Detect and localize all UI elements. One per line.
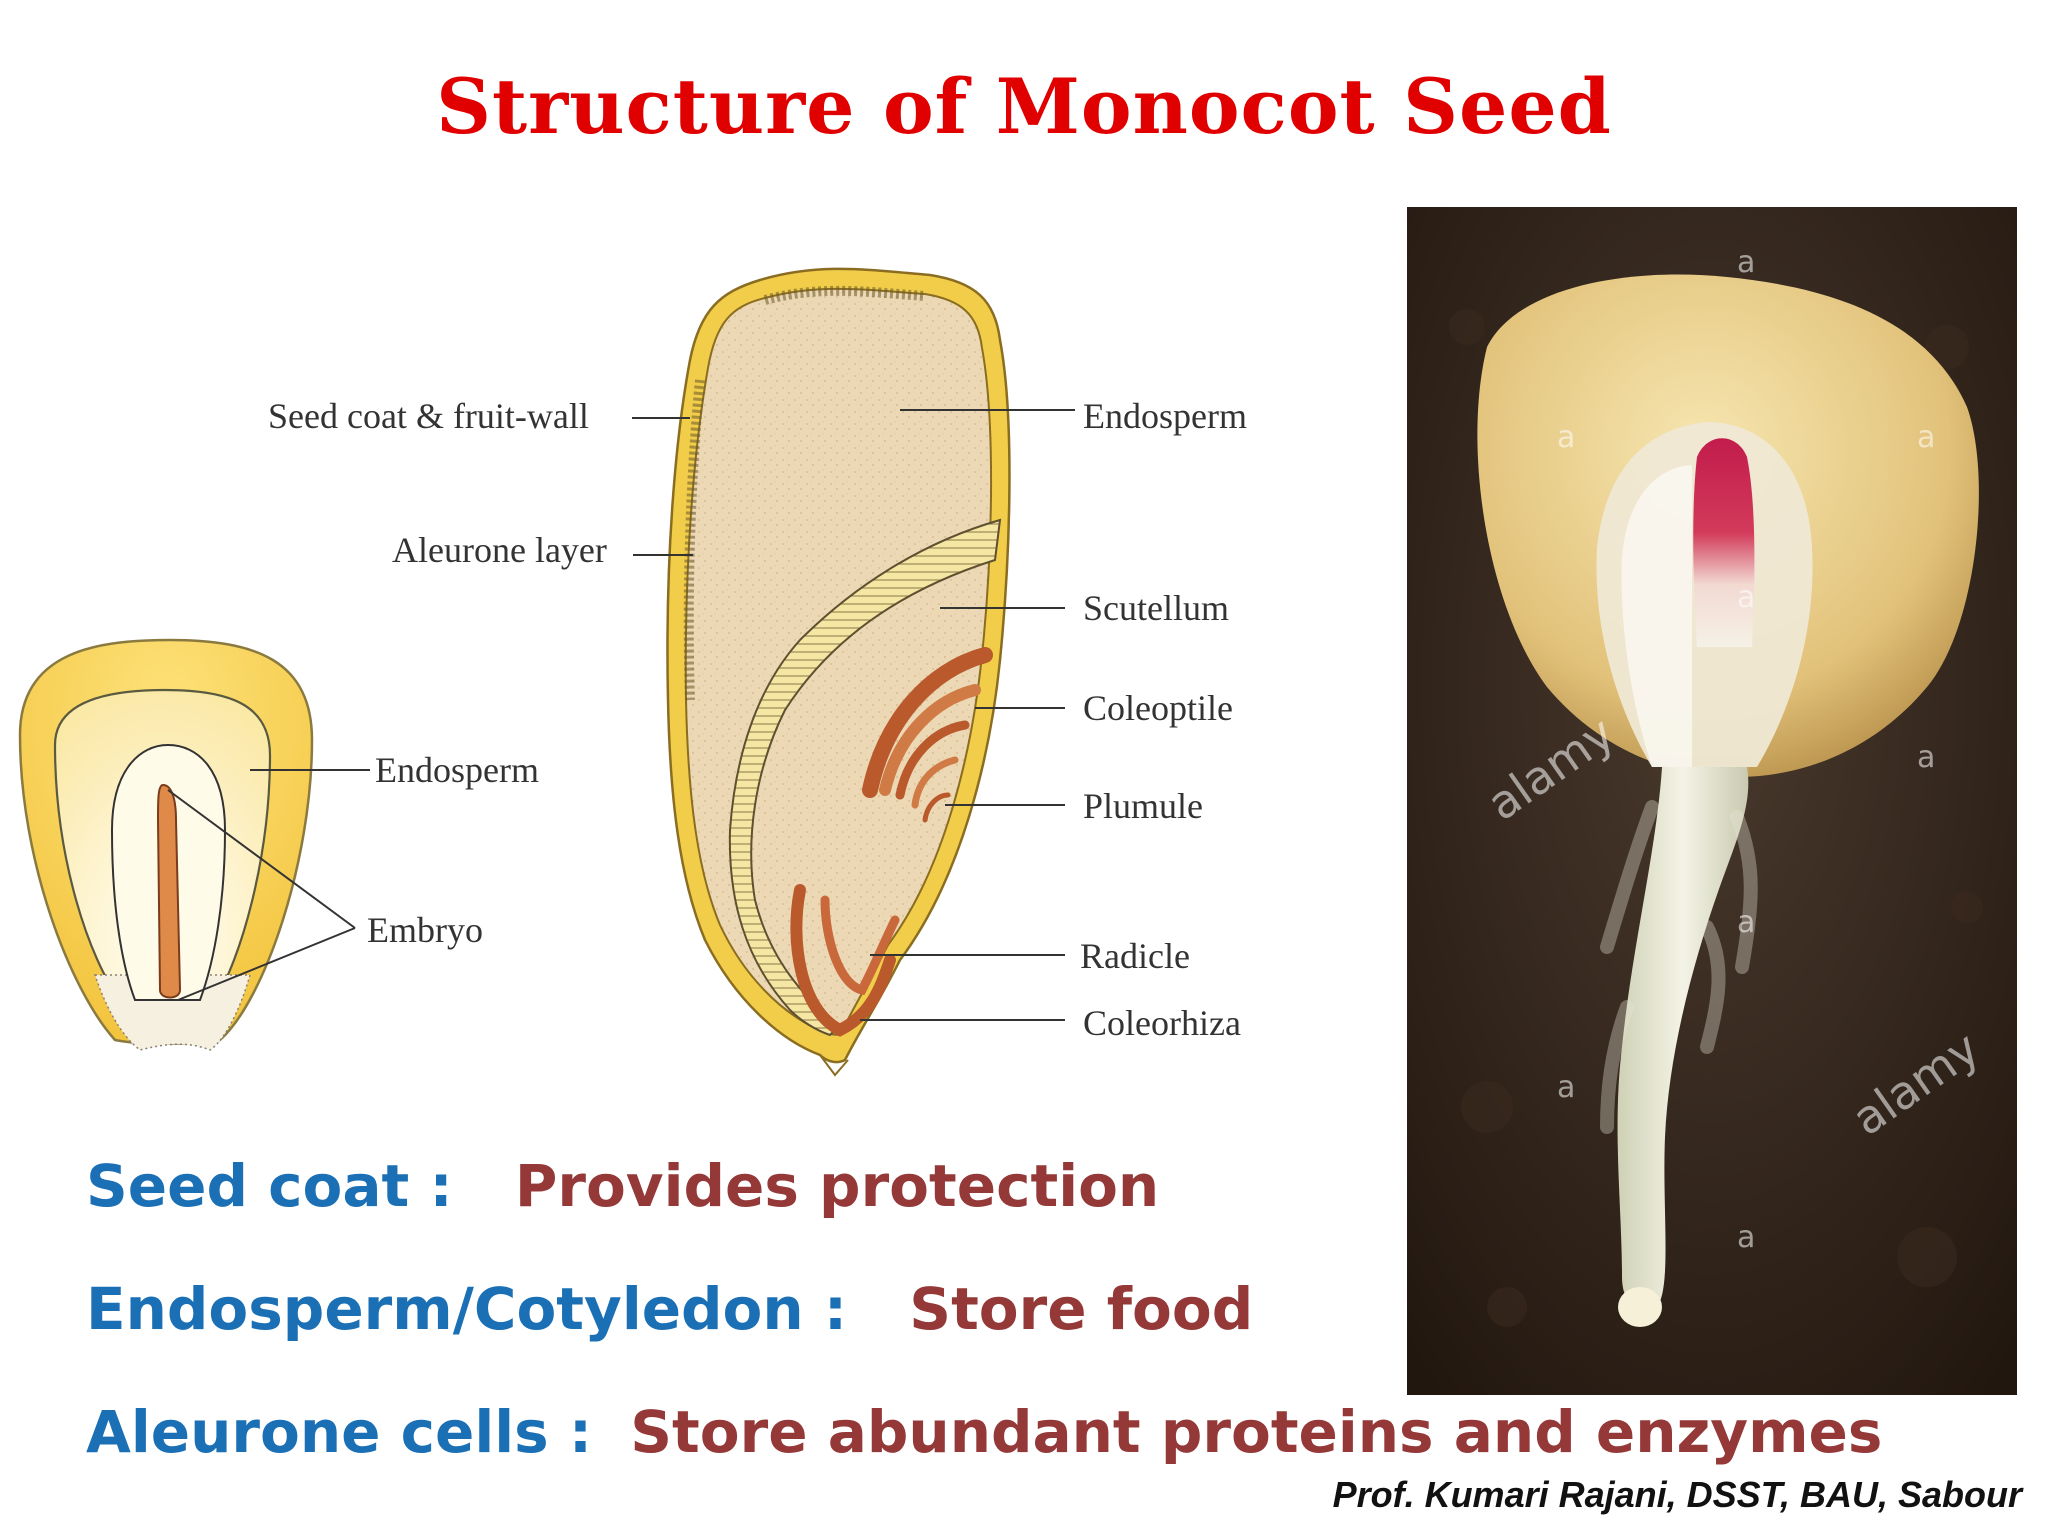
- small-kernel-embryo: [156, 783, 182, 999]
- monocot-seed-diagram: Endosperm Embryo Seed coa: [18, 267, 1247, 1077]
- grain-aleurone-layer: [683, 379, 705, 701]
- fact-term: Aleurone cells :: [86, 1398, 593, 1466]
- germinating-seed-photo: a a a a a a a a alamy alamy: [1407, 207, 2017, 1395]
- watermark-a-8: a: [1737, 1220, 1755, 1255]
- fact-term: Seed coat :: [86, 1152, 453, 1220]
- watermark-a-2: a: [1557, 420, 1575, 455]
- grain-endosperm: [684, 287, 993, 1037]
- watermark-a-4: a: [1737, 580, 1755, 615]
- grain-aleurone-top: [763, 285, 926, 305]
- label-aleurone: Aleurone layer: [392, 530, 607, 570]
- watermark-a-7: a: [1557, 1070, 1575, 1105]
- seed-photo-illustration: a a a a a a a a alamy alamy: [1407, 207, 2017, 1395]
- label-coleorhiza: Coleorhiza: [1083, 1003, 1241, 1043]
- longitudinal-section-diagram: Seed coat & fruit-wall Aleurone layer En…: [268, 267, 1247, 1077]
- fact-row-endosperm: Endosperm/Cotyledon : Store food: [86, 1275, 1253, 1343]
- page-title: Structure of Monocot Seed: [436, 62, 1612, 151]
- watermark-a-6: a: [1737, 905, 1755, 940]
- small-kernel-diagram: Endosperm Embryo: [18, 638, 539, 1051]
- grain-radicle: [820, 895, 900, 996]
- fact-desc: Provides protection: [514, 1152, 1160, 1220]
- watermark-a-5: a: [1917, 740, 1935, 775]
- label-scutellum: Scutellum: [1083, 588, 1229, 628]
- grain-coleoptile-plumule: [862, 647, 993, 823]
- label-embryo: Embryo: [367, 910, 483, 950]
- fact-desc: Store abundant proteins and enzymes: [630, 1398, 1883, 1466]
- label-endosperm-right: Endosperm: [1083, 396, 1247, 436]
- grain-coleorhiza: [790, 884, 896, 1037]
- label-seed-coat: Seed coat & fruit-wall: [268, 396, 589, 436]
- fact-row-seed-coat: Seed coat : Provides protection: [86, 1152, 1159, 1220]
- fact-desc: Store food: [909, 1275, 1254, 1343]
- label-plumule: Plumule: [1083, 786, 1203, 826]
- watermark-a-1: a: [1737, 245, 1755, 280]
- fact-term: Endosperm/Cotyledon :: [86, 1275, 848, 1343]
- label-coleoptile: Coleoptile: [1083, 688, 1233, 728]
- label-radicle: Radicle: [1080, 936, 1190, 976]
- author-credit: Prof. Kumari Rajani, DSST, BAU, Sabour: [1332, 1474, 2022, 1515]
- grain-scutellum: [728, 518, 1002, 1037]
- fact-row-aleurone: Aleurone cells : Store abundant proteins…: [86, 1398, 1882, 1466]
- label-endosperm-left: Endosperm: [375, 750, 539, 790]
- watermark-a-3: a: [1917, 420, 1935, 455]
